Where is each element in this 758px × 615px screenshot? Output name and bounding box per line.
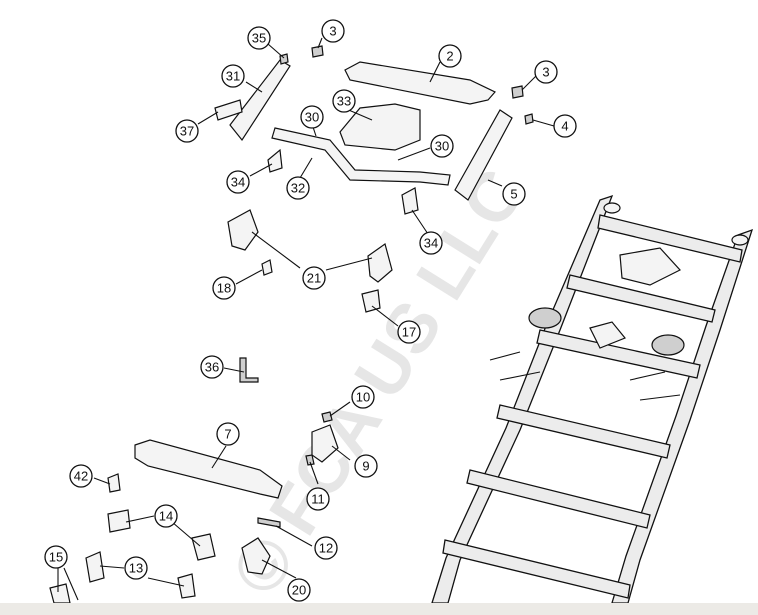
part-bracket-13-left <box>85 551 105 583</box>
part-tube-crossmember <box>271 127 451 186</box>
part-bracket-13-right <box>177 573 196 599</box>
callout-21: 21 <box>302 266 326 290</box>
callout-3-top-right: 3 <box>534 60 558 84</box>
part-bolt-36 <box>239 357 259 383</box>
callout-2: 2 <box>438 44 462 68</box>
callout-5: 5 <box>502 182 526 206</box>
svg-text:37: 37 <box>180 124 194 139</box>
svg-text:11: 11 <box>311 492 325 507</box>
part-bracket-21-right <box>367 243 393 283</box>
part-bracket-15 <box>49 583 71 604</box>
part-right-rail <box>454 109 513 201</box>
part-clip-4 <box>524 113 534 125</box>
callout-17: 17 <box>397 320 421 344</box>
callout-36: 36 <box>200 355 224 379</box>
part-bracket-20 <box>241 537 271 575</box>
svg-text:30: 30 <box>305 110 319 125</box>
part-upper-crossmember <box>344 61 496 105</box>
callout-9: 9 <box>354 454 378 478</box>
part-clip-3a <box>311 45 324 58</box>
callout-42: 42 <box>69 464 93 488</box>
svg-text:18: 18 <box>217 281 231 296</box>
svg-text:10: 10 <box>356 390 370 405</box>
part-bracket-21-left <box>227 209 259 251</box>
svg-text:42: 42 <box>74 469 88 484</box>
svg-text:17: 17 <box>402 325 416 340</box>
part-lower-crossmember-7 <box>134 439 283 499</box>
callout-31: 31 <box>221 64 245 88</box>
callout-10: 10 <box>351 385 375 409</box>
callout-37: 37 <box>175 119 199 143</box>
part-bracket-18 <box>261 259 273 276</box>
svg-text:2: 2 <box>446 49 453 64</box>
svg-text:5: 5 <box>510 187 517 202</box>
callout-4: 4 <box>553 114 577 138</box>
callout-32: 32 <box>286 176 310 200</box>
part-small-bracket-37 <box>214 99 243 121</box>
callout-30-left: 30 <box>300 105 324 129</box>
svg-text:12: 12 <box>319 541 333 556</box>
svg-text:34: 34 <box>231 175 245 190</box>
part-clip-10 <box>321 411 333 423</box>
part-bracket-34-right <box>401 187 419 215</box>
chassis-frame <box>431 194 754 604</box>
part-bracket-14-right <box>191 533 216 561</box>
callout-34-left: 34 <box>226 170 250 194</box>
callout-3-top-left: 3 <box>321 19 345 43</box>
svg-text:36: 36 <box>205 360 219 375</box>
watermark-text: © FCA US LLC <box>217 156 540 608</box>
callout-34-right: 34 <box>419 231 443 255</box>
part-bracket-9 <box>311 424 339 463</box>
part-bracket-34-left <box>267 148 283 173</box>
leader-lines <box>57 37 555 601</box>
bottom-strip <box>0 603 758 615</box>
svg-text:14: 14 <box>159 509 173 524</box>
part-mount-bracket <box>339 103 421 151</box>
part-pin-12 <box>257 517 281 528</box>
svg-text:3: 3 <box>329 24 336 39</box>
svg-text:32: 32 <box>291 181 305 196</box>
part-bracket-17 <box>361 289 381 313</box>
part-bracket-14-left <box>107 509 131 533</box>
svg-text:13: 13 <box>129 561 143 576</box>
svg-text:33: 33 <box>337 94 351 109</box>
part-clip-3b <box>511 85 524 99</box>
svg-text:30: 30 <box>435 139 449 154</box>
callout-13: 13 <box>124 556 148 580</box>
callout-30-right: 30 <box>430 134 454 158</box>
part-bracket-42 <box>107 473 121 493</box>
svg-text:7: 7 <box>224 427 231 442</box>
callout-20: 20 <box>287 578 311 602</box>
svg-text:35: 35 <box>252 31 266 46</box>
part-clip-11 <box>305 454 315 466</box>
callout-15: 15 <box>44 545 68 569</box>
callout-7: 7 <box>216 422 240 446</box>
callout-33: 33 <box>332 89 356 113</box>
svg-text:31: 31 <box>226 69 240 84</box>
svg-text:3: 3 <box>542 65 549 80</box>
callout-18: 18 <box>212 276 236 300</box>
svg-text:21: 21 <box>307 271 321 286</box>
svg-text:34: 34 <box>424 236 438 251</box>
callout-14: 14 <box>154 504 178 528</box>
callout-11: 11 <box>306 487 330 511</box>
svg-text:9: 9 <box>362 459 369 474</box>
part-left-rail <box>229 59 291 142</box>
svg-text:15: 15 <box>49 550 63 565</box>
svg-text:4: 4 <box>561 119 568 134</box>
callout-35: 35 <box>247 26 271 50</box>
svg-text:20: 20 <box>292 583 306 598</box>
callout-12: 12 <box>314 536 338 560</box>
